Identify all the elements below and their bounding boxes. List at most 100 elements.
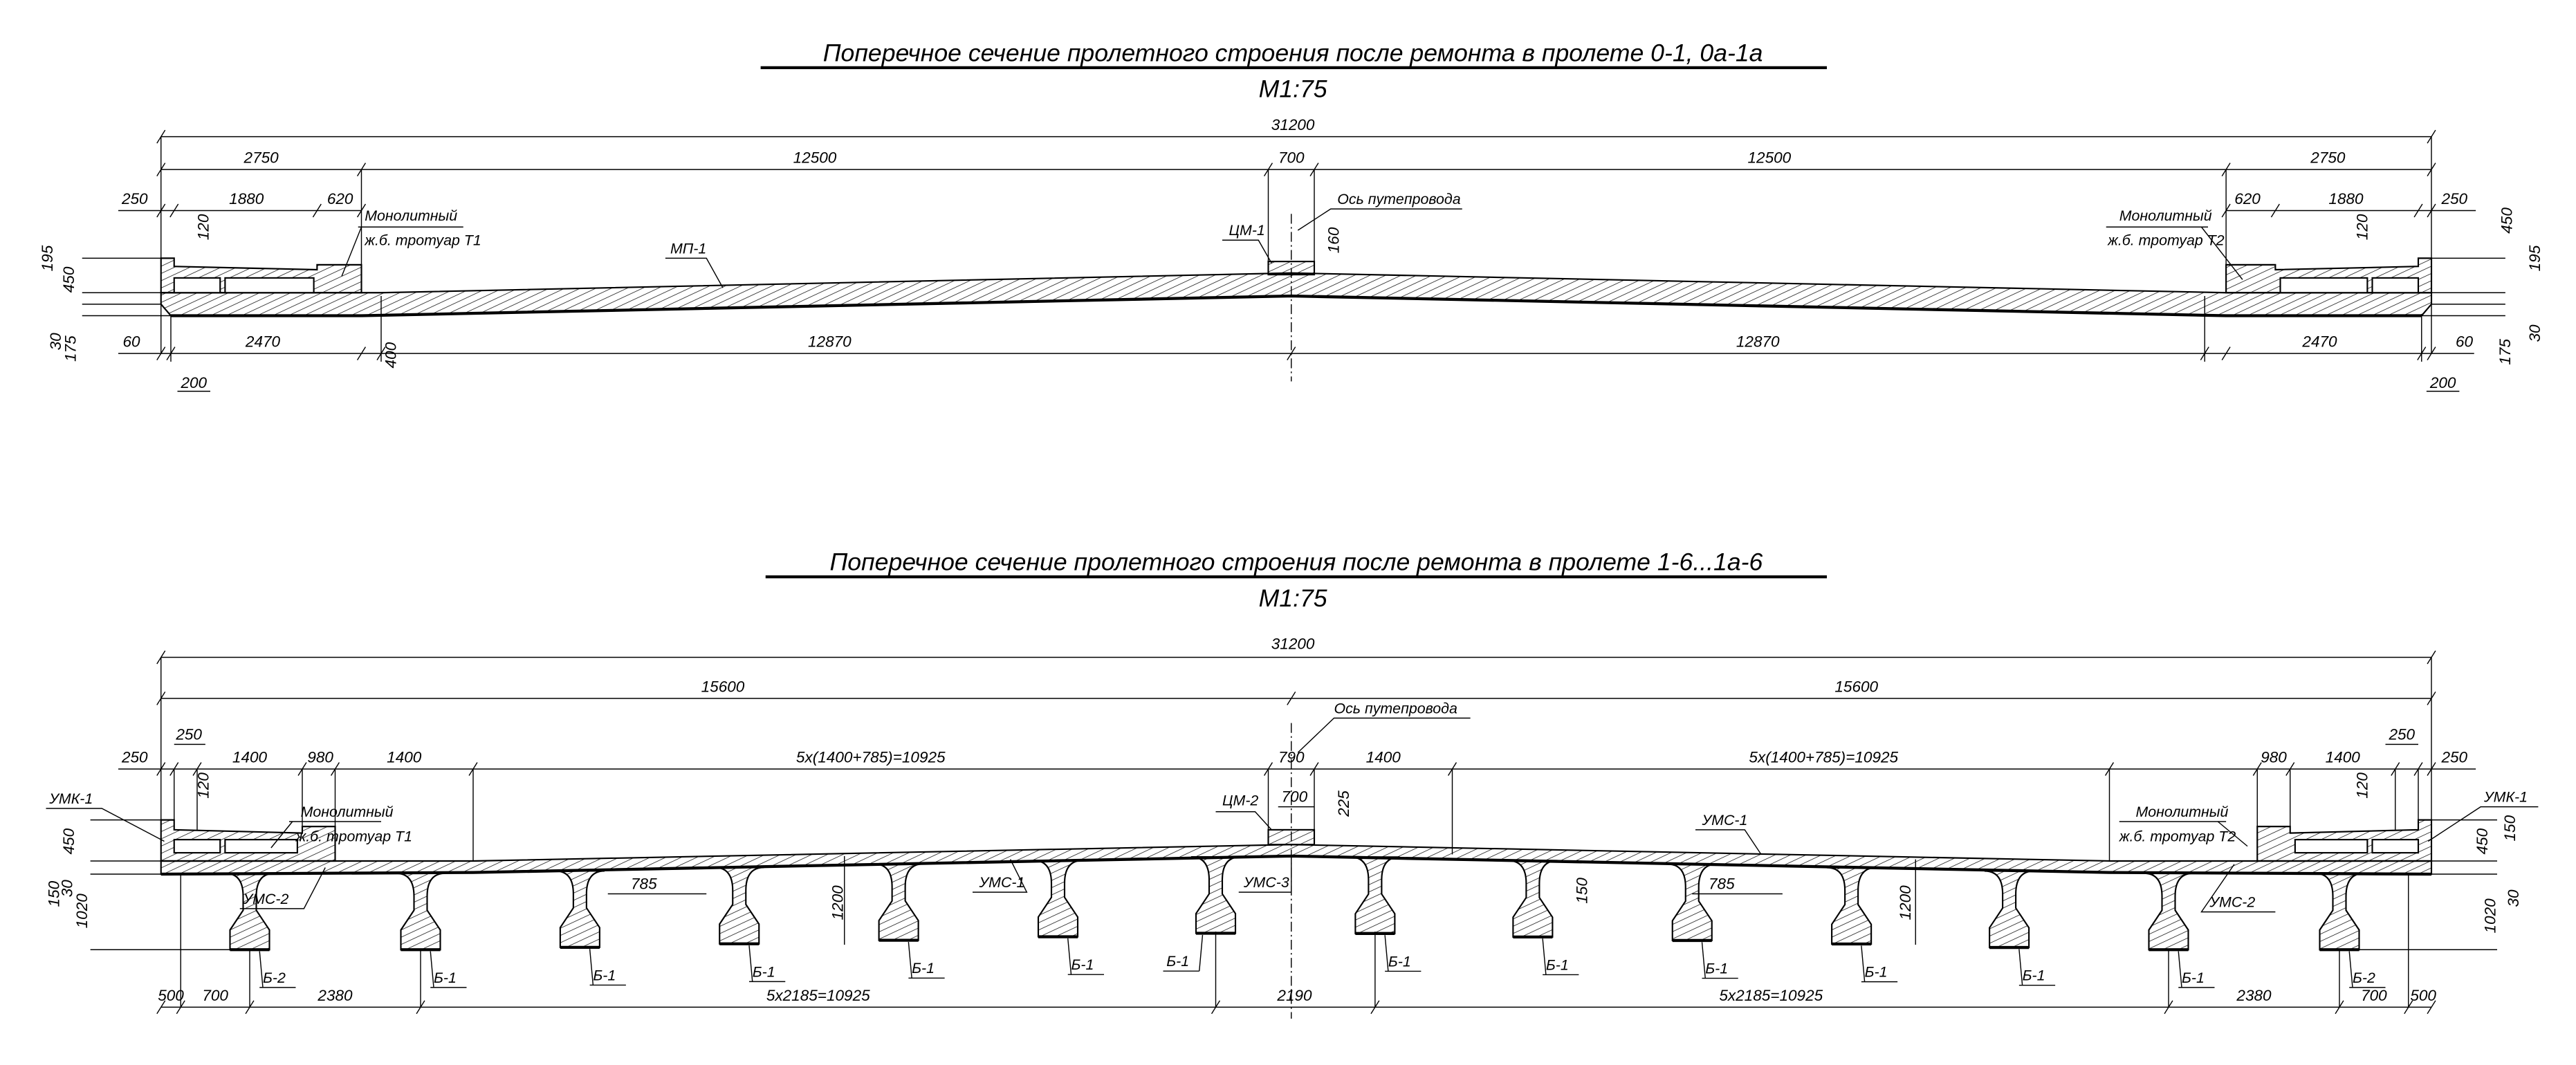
dim-tick [2427,762,2436,776]
top-label-sidewalk-t1: ж.б. тротуар Т1 [364,232,481,248]
top-dim-2470-right: 2470 [2301,333,2337,351]
beam: Б-1 [396,872,467,988]
top-dim-200-right: 200 [2429,374,2456,391]
top-label-monolith-left: Монолитный [365,207,457,224]
beam: Б-1 [1984,870,2056,986]
top-dim-400: 400 [382,342,399,368]
top-dim-2750-right: 2750 [2310,149,2346,167]
bottom-dim-30-right: 30 [2505,889,2522,907]
bottom-label-ums1-right: УМС-1 [1702,812,1748,828]
bottom-dim-450-left: 450 [60,828,77,854]
top-dim-175-left: 175 [62,335,79,362]
bottom-label-axis: Ось путепровода [1334,700,1457,716]
top-dim-120-right: 120 [2353,214,2371,240]
top-dim-450-left: 450 [60,266,77,293]
dim-tick [156,1000,166,1015]
beam-section [2144,872,2193,951]
top-dim-30-right: 30 [2526,324,2543,342]
top-dim-30-left: 30 [47,333,64,351]
beam-section [555,870,605,948]
beam-section [396,872,445,951]
top-dim-250-left: 250 [121,190,148,207]
bottom-cross-section: Поперечное сечение пролетного строения п… [46,548,2539,1019]
beam-section [1190,856,1241,934]
bottom-dim-repeat-bottom-left: 5x2185=10925 [766,987,870,1004]
beam-section [1984,870,2034,949]
top-dim-175-right: 175 [2496,339,2514,365]
top-dim-250-right: 250 [2440,190,2467,207]
bottom-label-umk1-right: УМК-1 [2483,789,2528,806]
bottom-dim-150-right: 150 [2501,815,2519,841]
bottom-dim-450-right: 450 [2474,828,2491,854]
dim-tick [156,762,166,776]
dim-tick [2427,346,2436,361]
bottom-dim-2380-right: 2380 [2236,987,2272,1004]
dim-tick [169,203,179,218]
top-dim-700: 700 [1278,149,1305,167]
beam-section [2315,872,2364,951]
top-scale: М1:75 [1259,75,1327,103]
bottom-dim-700-left: 700 [202,987,228,1004]
bottom-label-ums2-left: УМС-2 [243,891,289,907]
bottom-dim-total [156,650,2436,665]
top-dim-195-left: 195 [39,245,56,271]
bottom-dim-225: 225 [1335,790,1352,817]
beam: Б-2 [225,872,296,988]
beam-label: Б-1 [1546,956,1569,973]
dim-tick [312,203,322,218]
beam-label: Б-1 [434,970,457,986]
top-dim-200-left: 200 [180,374,207,391]
beam-label: Б-1 [753,963,775,980]
beam: Б-1 [1033,860,1104,975]
bottom-label-ums2-right: УМС-2 [2209,894,2255,911]
top-dim-60-right: 60 [2456,333,2474,351]
top-dim-620-right: 620 [2234,190,2261,207]
beam: Б-1 [1163,856,1241,972]
bottom-label-sidewalk-t2: ж.б. тротуар Т2 [2119,828,2236,845]
bottom-dim-1200-left: 1200 [829,885,846,920]
bottom-dim-250-left: 250 [121,749,148,766]
beam: Б-1 [1667,863,1738,979]
beam-label: Б-1 [1388,953,1411,970]
dim-tick [356,346,367,361]
beam-section [715,867,764,945]
top-dim-31200: 31200 [1271,116,1315,133]
beam-label: Б-2 [263,970,286,986]
dim-tick [2427,1000,2436,1015]
beam: Б-2 [2315,872,2386,988]
bottom-dim-785-right: 785 [1709,875,1735,892]
bottom-dim-1400-d: 1400 [2326,749,2361,766]
dim-tick [1287,691,1296,705]
bottom-dim-980-left: 980 [307,749,333,766]
bottom-dim-15600-right: 15600 [1834,678,1878,695]
top-dim-12870-left: 12870 [808,333,852,351]
bottom-dim-repeat-right: 5x(1400+785)=10925 [1749,749,1898,766]
beam-label: Б-1 [1166,953,1189,970]
bottom-dim-1400-a: 1400 [232,749,268,766]
dim-tick [2221,346,2231,361]
top-dim-1880-left: 1880 [229,190,264,207]
bottom-dim-15600-left: 15600 [701,678,745,695]
beam: Б-1 [2144,872,2215,988]
bottom-dim-980-right: 980 [2261,749,2287,766]
bottom-dim-150-left: 150 [46,880,63,907]
bottom-dim-250-upper-right: 250 [2388,725,2415,743]
bottom-label-monolith-left: Монолитный [301,804,394,820]
bottom-dim-repeat-bottom-right: 5x2185=10925 [1719,987,1823,1004]
bottom-label-monolith-right: Монолитный [2136,804,2229,820]
top-dim-2750-left: 2750 [243,149,279,167]
bottom-scale: М1:75 [1259,584,1327,612]
bottom-dim-120-right: 120 [2353,772,2371,799]
bottom-dim-120-left: 120 [195,772,212,799]
top-dim-12500-right: 12500 [1748,149,1792,167]
top-slab-mp1 [160,272,2433,317]
bottom-dim-repeat-left: 5x(1400+785)=10925 [796,749,946,766]
top-label-axis: Ось путепровода [1337,191,1460,207]
bottom-dim-2380-left: 2380 [317,987,353,1004]
beam-label: Б-1 [2182,970,2205,986]
top-dim-620-left: 620 [327,190,353,207]
bottom-dim-half [156,691,2436,705]
